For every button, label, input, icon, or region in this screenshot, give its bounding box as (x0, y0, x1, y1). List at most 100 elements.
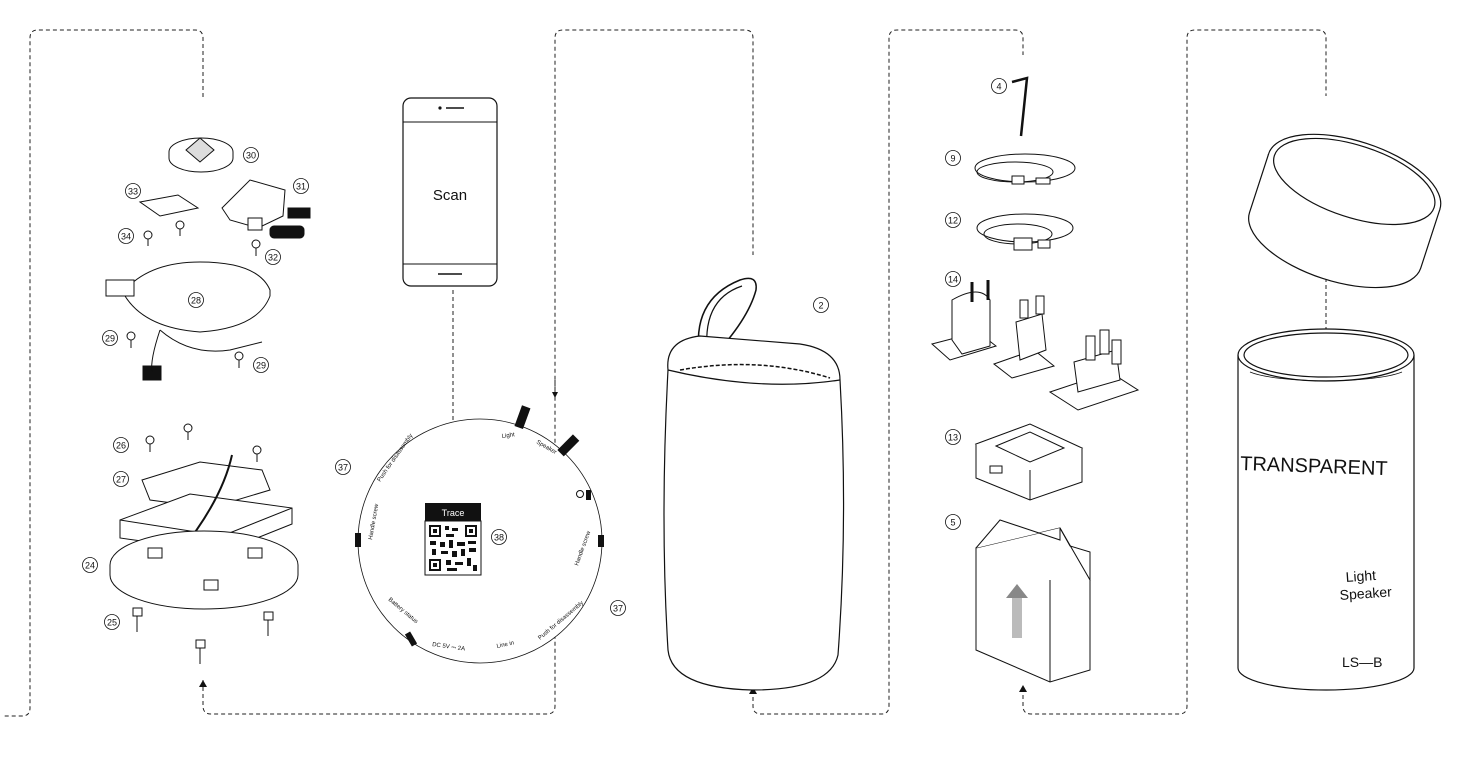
svg-text:26: 26 (116, 441, 126, 451)
bag-body (663, 335, 845, 691)
svg-text:14: 14 (948, 275, 958, 285)
svg-text:5: 5 (950, 518, 955, 528)
callout-31: 31 (293, 178, 309, 194)
connector-left-frame (4, 29, 204, 717)
label-ring: Light Speaker Handle screw Push for disa… (355, 405, 604, 664)
screws-bottom (132, 607, 274, 664)
callout-29-a: 29 (102, 330, 118, 346)
callout-14: 14 (945, 271, 961, 287)
ring-screw-icon (576, 490, 584, 498)
callout-13: 13 (945, 429, 961, 445)
ring-dc: DC 5V ⎓ 2A (432, 642, 466, 653)
arrowhead-up-3 (1019, 685, 1027, 692)
tube-product-line1: Light (1345, 567, 1377, 585)
callout-33: 33 (125, 183, 141, 199)
tube-brand: TRANSPARENT (1240, 453, 1388, 480)
screws-top (143, 220, 261, 256)
hex-key (1011, 76, 1029, 137)
svg-text:25: 25 (107, 618, 117, 628)
svg-text:38: 38 (494, 533, 504, 543)
part-board (221, 179, 311, 239)
svg-text:29: 29 (105, 334, 115, 344)
svg-text:4: 4 (996, 82, 1001, 92)
callout-28: 28 (188, 292, 204, 308)
tube-model: LS—B (1342, 654, 1382, 670)
callout-30: 30 (243, 147, 259, 163)
tube-body (1237, 328, 1415, 691)
phone-body (402, 97, 498, 287)
qr-trace-bar (425, 503, 481, 521)
phone-scan-label[interactable]: Scan (433, 187, 467, 204)
arrowhead-up-1 (199, 680, 207, 687)
callout-5: 5 (945, 514, 961, 530)
part-cap (168, 137, 234, 173)
tube-product-line2: Speaker (1339, 583, 1392, 603)
bag-rim (679, 363, 831, 379)
ring-line-in: Line in (496, 640, 515, 650)
svg-text:13: 13 (948, 433, 958, 443)
svg-text:37: 37 (613, 604, 623, 614)
callout-37-a: 37 (335, 459, 351, 475)
ring-light-label: Light (501, 432, 515, 440)
part-base (109, 530, 299, 610)
bag-strap (697, 277, 757, 361)
plug-adapters (930, 280, 1140, 411)
qr-trace-label: Trace (442, 508, 465, 518)
callout-34: 34 (118, 228, 134, 244)
callout-4: 4 (991, 78, 1007, 94)
callouts: 30 31 33 34 32 28 29 29 26 27 24 25 37 3… (82, 78, 1007, 630)
callout-9: 9 (945, 150, 961, 166)
callout-24: 24 (82, 557, 98, 573)
svg-text:33: 33 (128, 187, 138, 197)
ring-tab-left (355, 533, 361, 547)
svg-text:12: 12 (948, 216, 958, 226)
ring-tab-right (586, 490, 591, 500)
svg-text:29: 29 (256, 361, 266, 371)
svg-text:9: 9 (950, 154, 955, 164)
connector-right-frame (1022, 29, 1327, 715)
callout-26: 26 (113, 437, 129, 453)
screws-mid (126, 331, 244, 368)
charger (974, 423, 1084, 501)
svg-text:24: 24 (85, 561, 95, 571)
exploded-parts (105, 137, 311, 664)
ring-tab-light (514, 405, 531, 430)
gift-box (975, 519, 1091, 683)
ring-tab-bottom (404, 631, 418, 647)
svg-text:37: 37 (338, 463, 348, 473)
carry-bag (663, 277, 845, 691)
callout-32: 32 (265, 249, 281, 265)
callout-2: 2 (813, 297, 829, 313)
ring-tab-right-2 (598, 535, 604, 547)
svg-text:30: 30 (246, 151, 256, 161)
phone: Scan (402, 97, 498, 287)
svg-text:27: 27 (116, 475, 126, 485)
ring-tab-speaker (557, 434, 580, 457)
packaging-tube: TRANSPARENT Light Speaker LS—B (1237, 133, 1442, 691)
tube-lid (1248, 133, 1442, 289)
screws-26 (145, 423, 262, 462)
callout-38: 38 (491, 529, 507, 545)
qr-modules (429, 525, 477, 571)
svg-text:31: 31 (296, 182, 306, 192)
cable-12 (976, 213, 1074, 251)
svg-text:32: 32 (268, 253, 278, 263)
part-plate (138, 194, 200, 217)
accessories (930, 76, 1140, 683)
connector-mid-frame (752, 29, 1024, 715)
cable-9 (974, 153, 1076, 185)
svg-text:28: 28 (191, 296, 201, 306)
phone-camera-icon (438, 106, 442, 110)
callout-37-b: 37 (610, 600, 626, 616)
callout-29-b: 29 (253, 357, 269, 373)
flow-connectors (4, 29, 1329, 717)
arrowheads (199, 680, 1027, 694)
part-main-plate (105, 261, 271, 381)
qr-code[interactable]: Trace (424, 503, 482, 576)
svg-text:34: 34 (121, 232, 131, 242)
callout-27: 27 (113, 471, 129, 487)
svg-text:2: 2 (818, 301, 823, 311)
callout-25: 25 (104, 614, 120, 630)
connector-bag-frame (202, 29, 754, 715)
